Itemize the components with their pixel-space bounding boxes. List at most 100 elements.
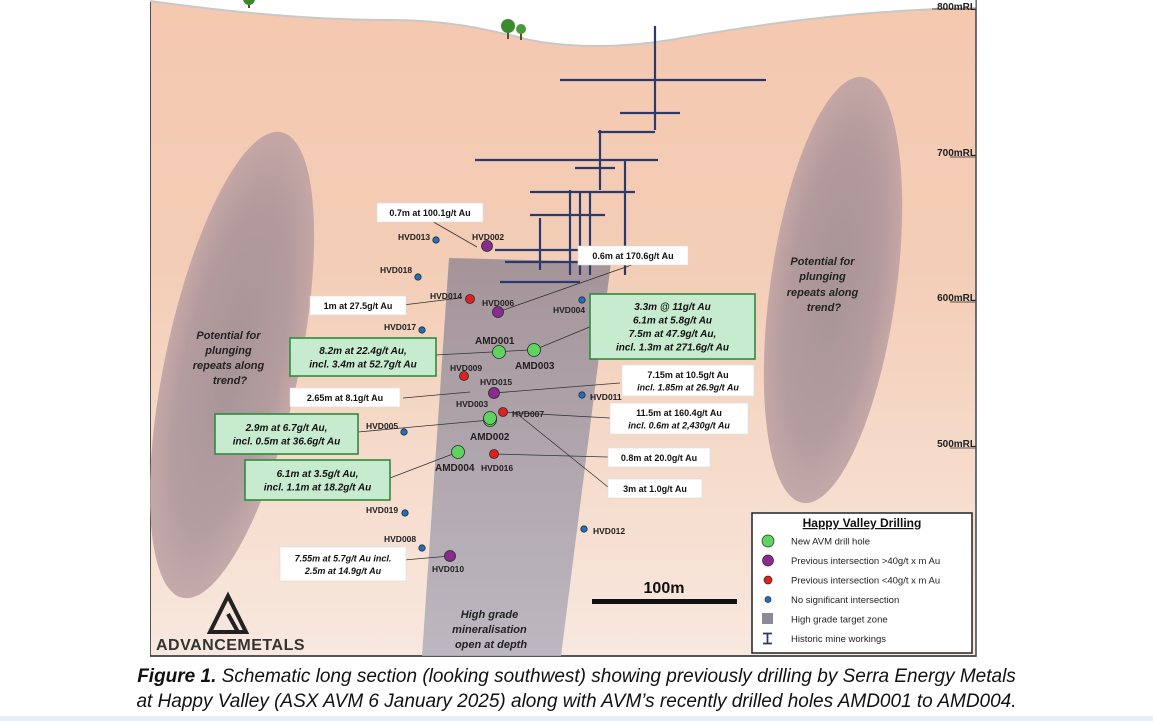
intersection-text: incl. 0.5m at 36.6g/t Au: [233, 437, 340, 448]
drill-hole-label-hvd012: HVD012: [593, 526, 625, 536]
drill-hole-hvd016: [489, 449, 499, 459]
drill-hole-label-hvd016: HVD016: [481, 463, 513, 473]
drill-hole-hvd007: [498, 407, 508, 417]
drill-holes: [400, 236, 588, 562]
drill-hole-amd002: [483, 411, 497, 425]
drill-hole-hvd005: [400, 428, 408, 436]
drill-hole-label-hvd006: HVD006: [482, 298, 514, 308]
legend-item-label: Previous intersection <40g/t x m Au: [791, 576, 940, 587]
drill-hole-hvd018: [414, 273, 422, 281]
intersection-text: 7.55m at 5.7g/t Au incl.: [295, 553, 392, 563]
page-strip: [0, 716, 1153, 721]
intersection-text: 7.15m at 10.5g/t Au: [647, 370, 728, 380]
legend-item: Historic mine workings: [763, 632, 886, 645]
tree-icon: [516, 24, 526, 40]
intersection-text: 3.3m @ 11g/t Au: [634, 302, 710, 313]
intersection-box: 7.15m at 10.5g/t Au incl. 1.85m at 26.9g/…: [621, 364, 755, 397]
intersection-text: incl. 1.3m at 271.6g/t Au: [616, 343, 729, 354]
intersection-text: 1m at 27.5g/t Au: [324, 301, 393, 311]
drill-hole-label-hvd008: HVD008: [384, 534, 416, 544]
sky-area: [150, 0, 976, 46]
potential-text-left: Potential for plunging repeats along tre…: [193, 330, 268, 387]
drill-hole-label-hvd002: HVD002: [472, 232, 504, 242]
legend-item: No significant intersection: [764, 595, 899, 606]
caption-line2: at Happy Valley (ASX AVM 6 January 2025)…: [136, 691, 1017, 712]
drill-hole-labels: HVD013 HVD002HVD018HVD014HVD006HVD004HVD0…: [366, 232, 625, 574]
legend-item-label: No significant intersection: [791, 595, 899, 606]
legend-item-label: Historic mine workings: [791, 634, 886, 645]
drill-hole-label-hvd005: HVD005: [366, 421, 398, 431]
drill-hole-label-amd003: AMD003: [515, 361, 555, 372]
intersection-box: 1m at 27.5g/t Au: [309, 295, 407, 316]
caption-line1: Schematic long section (looking southwes…: [216, 666, 1016, 687]
legend-purple-marker: [762, 554, 774, 567]
tree-icon: [501, 19, 515, 39]
intersection-text: 0.6m at 170.6g/t Au: [592, 251, 673, 261]
legend-item-label: High grade target zone: [791, 615, 888, 626]
legend-red-marker: [763, 575, 773, 585]
rl-label-800: 800mRL: [937, 2, 976, 13]
intersection-text: 7.5m at 47.9g/t Au,: [629, 329, 716, 340]
intersection-box: 6.1m at 3.5g/t Au,incl. 1.1m at 18.2g/t …: [244, 459, 391, 501]
drill-hole-hvd015: [488, 387, 500, 399]
drill-hole-label-hvd018: HVD018: [380, 265, 412, 275]
intersection-box: 0.6m at 170.6g/t Au: [577, 245, 689, 266]
potential-text-right: Potential for plunging repeats along tre…: [787, 256, 862, 314]
rl-label-600: 600mRL: [937, 293, 976, 304]
drill-hole-amd004: [451, 445, 465, 459]
drill-hole-label-hvd003: HVD003: [456, 399, 488, 409]
legend-item-label: New AVM drill hole: [791, 537, 870, 548]
legend-item-label: Previous intersection >40g/t x m Au: [791, 556, 940, 567]
svg-text:ADVANCEMETALS: ADVANCEMETALS: [156, 637, 305, 654]
drill-hole-label-amd002: AMD002: [470, 432, 510, 443]
drill-hole-label-hvd011: HVD011: [590, 392, 622, 402]
rl-label-500: 500mRL: [937, 439, 976, 450]
drill-hole-label-hvd014: HVD014: [430, 291, 462, 301]
scale-bar: [592, 599, 737, 604]
drill-hole-hvd006: [492, 306, 504, 318]
drill-hole-hvd008: [418, 544, 426, 552]
drill-hole-label-hvd013: HVD013: [398, 232, 430, 242]
legend: Happy Valley Drilling New AVM drill hole…: [751, 512, 973, 654]
drill-hole-amd001: [492, 345, 506, 359]
scale-label: 100m: [644, 580, 685, 597]
drill-hole-hvd019: [401, 509, 409, 517]
drill-hole-amd003: [527, 343, 541, 357]
historic-mine-workings: [475, 26, 766, 284]
intersection-text: incl. 1.1m at 18.2g/t Au: [264, 483, 371, 494]
intersection-text: 3m at 1.0g/t Au: [623, 484, 687, 494]
leader-lines: [357, 219, 641, 561]
drill-hole-label-amd001: AMD001: [475, 336, 515, 347]
drill-hole-label-hvd009: HVD009: [450, 363, 482, 373]
intersection-box: 0.8m at 20.0g/t Au: [607, 447, 711, 468]
drill-hole-hvd012: [580, 525, 588, 533]
high-grade-target-zone: [422, 258, 611, 656]
intersection-text: 0.8m at 20.0g/t Au: [621, 453, 697, 463]
drill-hole-label-hvd004: HVD004: [553, 305, 585, 315]
legend-title: Happy Valley Drilling: [803, 516, 922, 530]
legend-zone-swatch: [762, 613, 773, 624]
potential-zone-left: [150, 131, 315, 599]
drill-hole-label-hvd015: HVD015: [480, 377, 512, 387]
intersection-text: 2.65m at 8.1g/t Au: [307, 393, 383, 403]
drill-hole-hvd010: [444, 550, 456, 562]
caption-label: Figure 1.: [137, 666, 217, 687]
drill-hole-hvd014: [465, 294, 475, 304]
intersection-text: 2.5m at 14.9g/t Au: [304, 566, 382, 576]
drill-hole-label-amd004: AMD004: [435, 463, 475, 474]
topography-line: [150, 0, 977, 47]
intersection-text: incl. 1.85m at 26.9g/t Au: [637, 382, 739, 392]
long-section-diagram: 800mRL 700mRL 600mRL 500mRL Potential fo…: [150, 0, 977, 657]
intersection-text: 0.7m at 100.1g/t Au: [389, 208, 470, 218]
intersection-text: incl. 0.6m at 2,430g/t Au: [628, 420, 730, 430]
legend-item: Previous intersection <40g/t x m Au: [763, 575, 940, 587]
drill-hole-hvd002: [481, 240, 493, 252]
legend-blue-marker: [764, 596, 772, 603]
intersection-box: 0.7m at 100.1g/t Au: [376, 202, 484, 223]
intersection-text: 8.2m at 22.4g/t Au,: [319, 346, 406, 357]
intersection-box: 2.65m at 8.1g/t Au: [289, 387, 401, 408]
legend-green-marker: [761, 534, 775, 548]
legend-workings-icon: [763, 632, 772, 645]
intersection-box: 8.2m at 22.4g/t Au,incl. 3.4m at 52.7g/t…: [289, 337, 437, 377]
